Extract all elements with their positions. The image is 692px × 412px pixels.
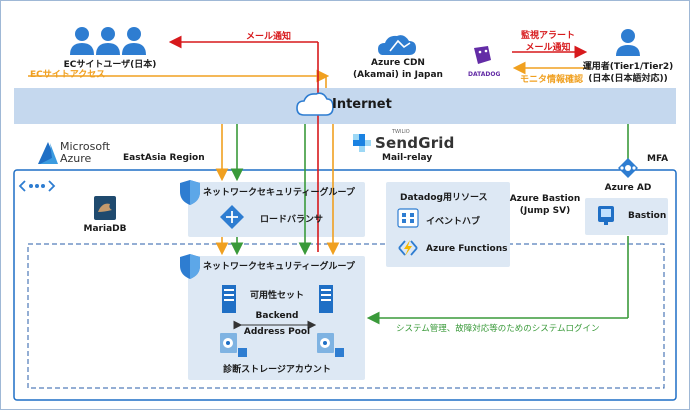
bastion-title-line2: (Jump SV) <box>519 206 571 216</box>
operator-icon <box>616 29 640 56</box>
cdn-label-line1: Azure CDN <box>371 58 425 68</box>
vnet-box <box>27 243 665 389</box>
nsg-shield-icon-bottom <box>180 254 200 279</box>
azure-functions-label: Azure Functions <box>426 244 508 254</box>
sendgrid-caption: Mail-relay <box>382 153 433 163</box>
load-balancer-icon <box>220 205 244 229</box>
server-icon-right <box>319 285 333 313</box>
event-hub-label: イベントハブ <box>426 217 481 227</box>
mail-notify-label: メール通知 <box>246 32 292 42</box>
alert-label-line2: メール通知 <box>525 43 571 53</box>
cdn-label-line2: (Akamai) in Japan <box>353 70 443 80</box>
bastion-label: Bastion <box>628 211 667 221</box>
azure-ad-icon <box>618 158 638 178</box>
datadog-logo-text: DATADOG <box>468 71 501 78</box>
bastion-icon <box>598 206 614 225</box>
azure-label: Azure <box>60 152 92 165</box>
sendgrid-icon <box>353 134 371 152</box>
internet-cloud-icon <box>296 92 334 116</box>
operator-label-line1: 運用者(Tier1/Tier2) <box>582 62 674 72</box>
internet-band <box>14 88 676 124</box>
vnet-icon <box>18 180 56 192</box>
ec-access-label: ECサイトアクセス <box>30 70 106 80</box>
sendgrid-brand: SendGrid <box>375 134 455 152</box>
microsoft-label: Microsoft <box>60 140 111 153</box>
mariadb-label: MariaDB <box>83 224 127 234</box>
monitor-label: モニタ情報確認 <box>520 75 584 85</box>
internet-label: Internet <box>332 97 392 112</box>
region-label: EastAsia Region <box>123 153 205 163</box>
nsg-bottom-label: ネットワークセキュリティーグループ <box>203 262 355 272</box>
operator-label-line2: (日本(日本語対応)) <box>588 74 668 84</box>
mfa-label: MFA <box>647 154 669 164</box>
server-icon-left <box>222 285 236 313</box>
lb-label: ロードバランサ <box>260 215 324 225</box>
sendgrid-brand-small: TWILIO <box>392 129 410 135</box>
datadog-resources-title: Datadog用リソース <box>400 193 488 203</box>
azure-functions-icon <box>398 240 418 256</box>
azure-logo-icon <box>38 142 58 164</box>
storage-icon-small-left <box>238 348 247 357</box>
datadog-icon <box>471 44 493 68</box>
datadog-panel <box>386 182 510 267</box>
nsg-top-label: ネットワークセキュリティーグループ <box>203 188 355 198</box>
disk-icon-left <box>220 333 237 353</box>
ec-user-label: ECサイトユーザ(日本) <box>63 60 157 70</box>
cdn-cloud-icon <box>378 35 416 55</box>
backend-label-line1: Backend <box>255 311 299 321</box>
microsoft-azure-label: Microsoft Azure <box>60 141 110 165</box>
alert-label-line1: 監視アラート <box>520 31 576 41</box>
system-login-label: システム管理、故障対応等のためのシステムログイン <box>396 324 600 334</box>
bastion-title-line1: Azure Bastion <box>509 194 581 204</box>
backend-label-line2: Address Pool <box>243 327 311 337</box>
azure-ad-label: Azure AD <box>604 183 652 193</box>
event-hub-icon <box>397 208 419 228</box>
mariadb-icon <box>94 196 116 220</box>
nsg-shield-icon-top <box>180 180 200 205</box>
ec-user-icon <box>70 27 146 55</box>
storage-icon-small-right <box>335 348 344 357</box>
availability-set-label: 可用性セット <box>249 291 305 301</box>
disk-icon-right <box>317 333 334 353</box>
storage-label: 診断ストレージアカウント <box>223 365 331 375</box>
